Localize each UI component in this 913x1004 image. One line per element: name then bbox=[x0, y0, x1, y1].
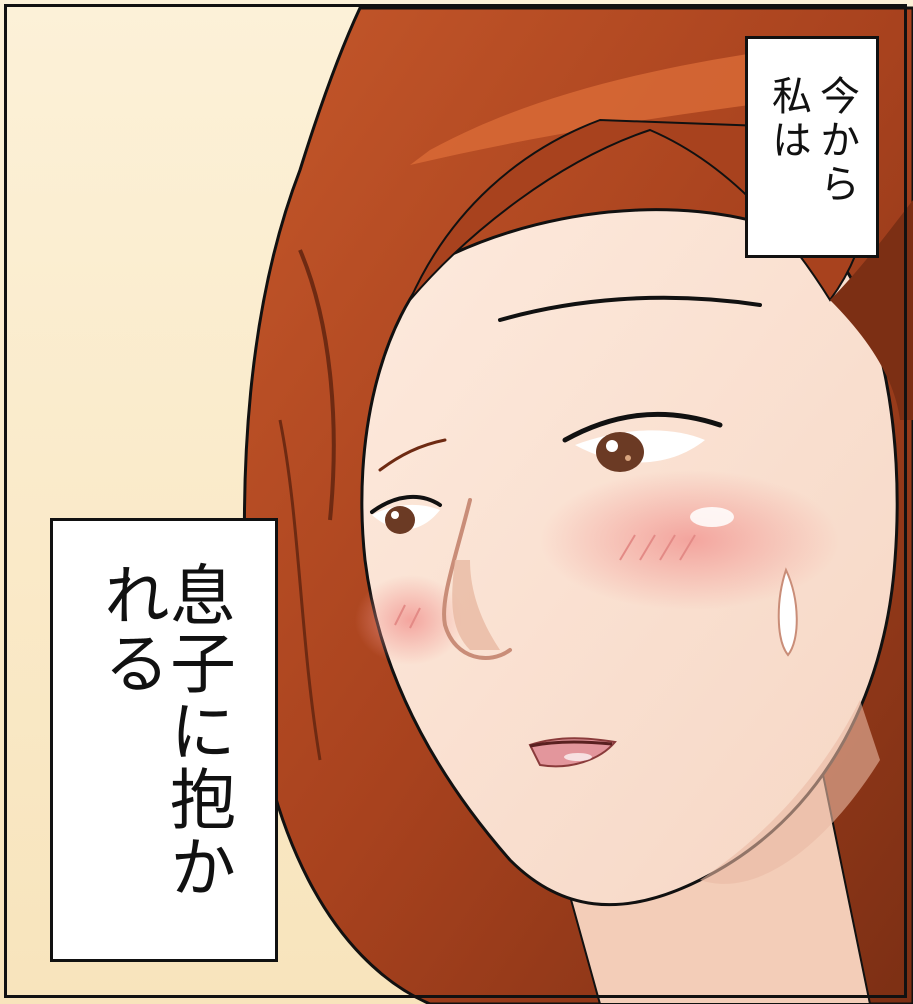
hair-strand bbox=[278, 419, 322, 761]
blush-right bbox=[540, 470, 840, 610]
eyebrow-left bbox=[378, 438, 447, 472]
cheek-highlight bbox=[690, 507, 734, 527]
nose bbox=[442, 498, 512, 660]
narration-box-top: 今から 私は bbox=[745, 36, 879, 258]
eyebrow-right bbox=[498, 295, 762, 322]
jaw-shadow bbox=[700, 700, 880, 884]
blush-left bbox=[355, 575, 465, 665]
hair-strand bbox=[298, 249, 336, 521]
blush-lines bbox=[394, 534, 696, 629]
eye-right bbox=[562, 411, 723, 472]
eye-left bbox=[370, 494, 442, 534]
narration-box-left: 息子に抱かれる bbox=[50, 518, 278, 962]
narration-line: 息子に抱かれる bbox=[93, 561, 236, 901]
nose-shadow bbox=[452, 560, 500, 650]
sweat-drop bbox=[777, 567, 798, 657]
mouth bbox=[528, 737, 617, 768]
narration-line: 私は bbox=[765, 75, 811, 163]
hair-fringe-right bbox=[830, 200, 913, 420]
narration-line: 今から bbox=[813, 75, 859, 207]
